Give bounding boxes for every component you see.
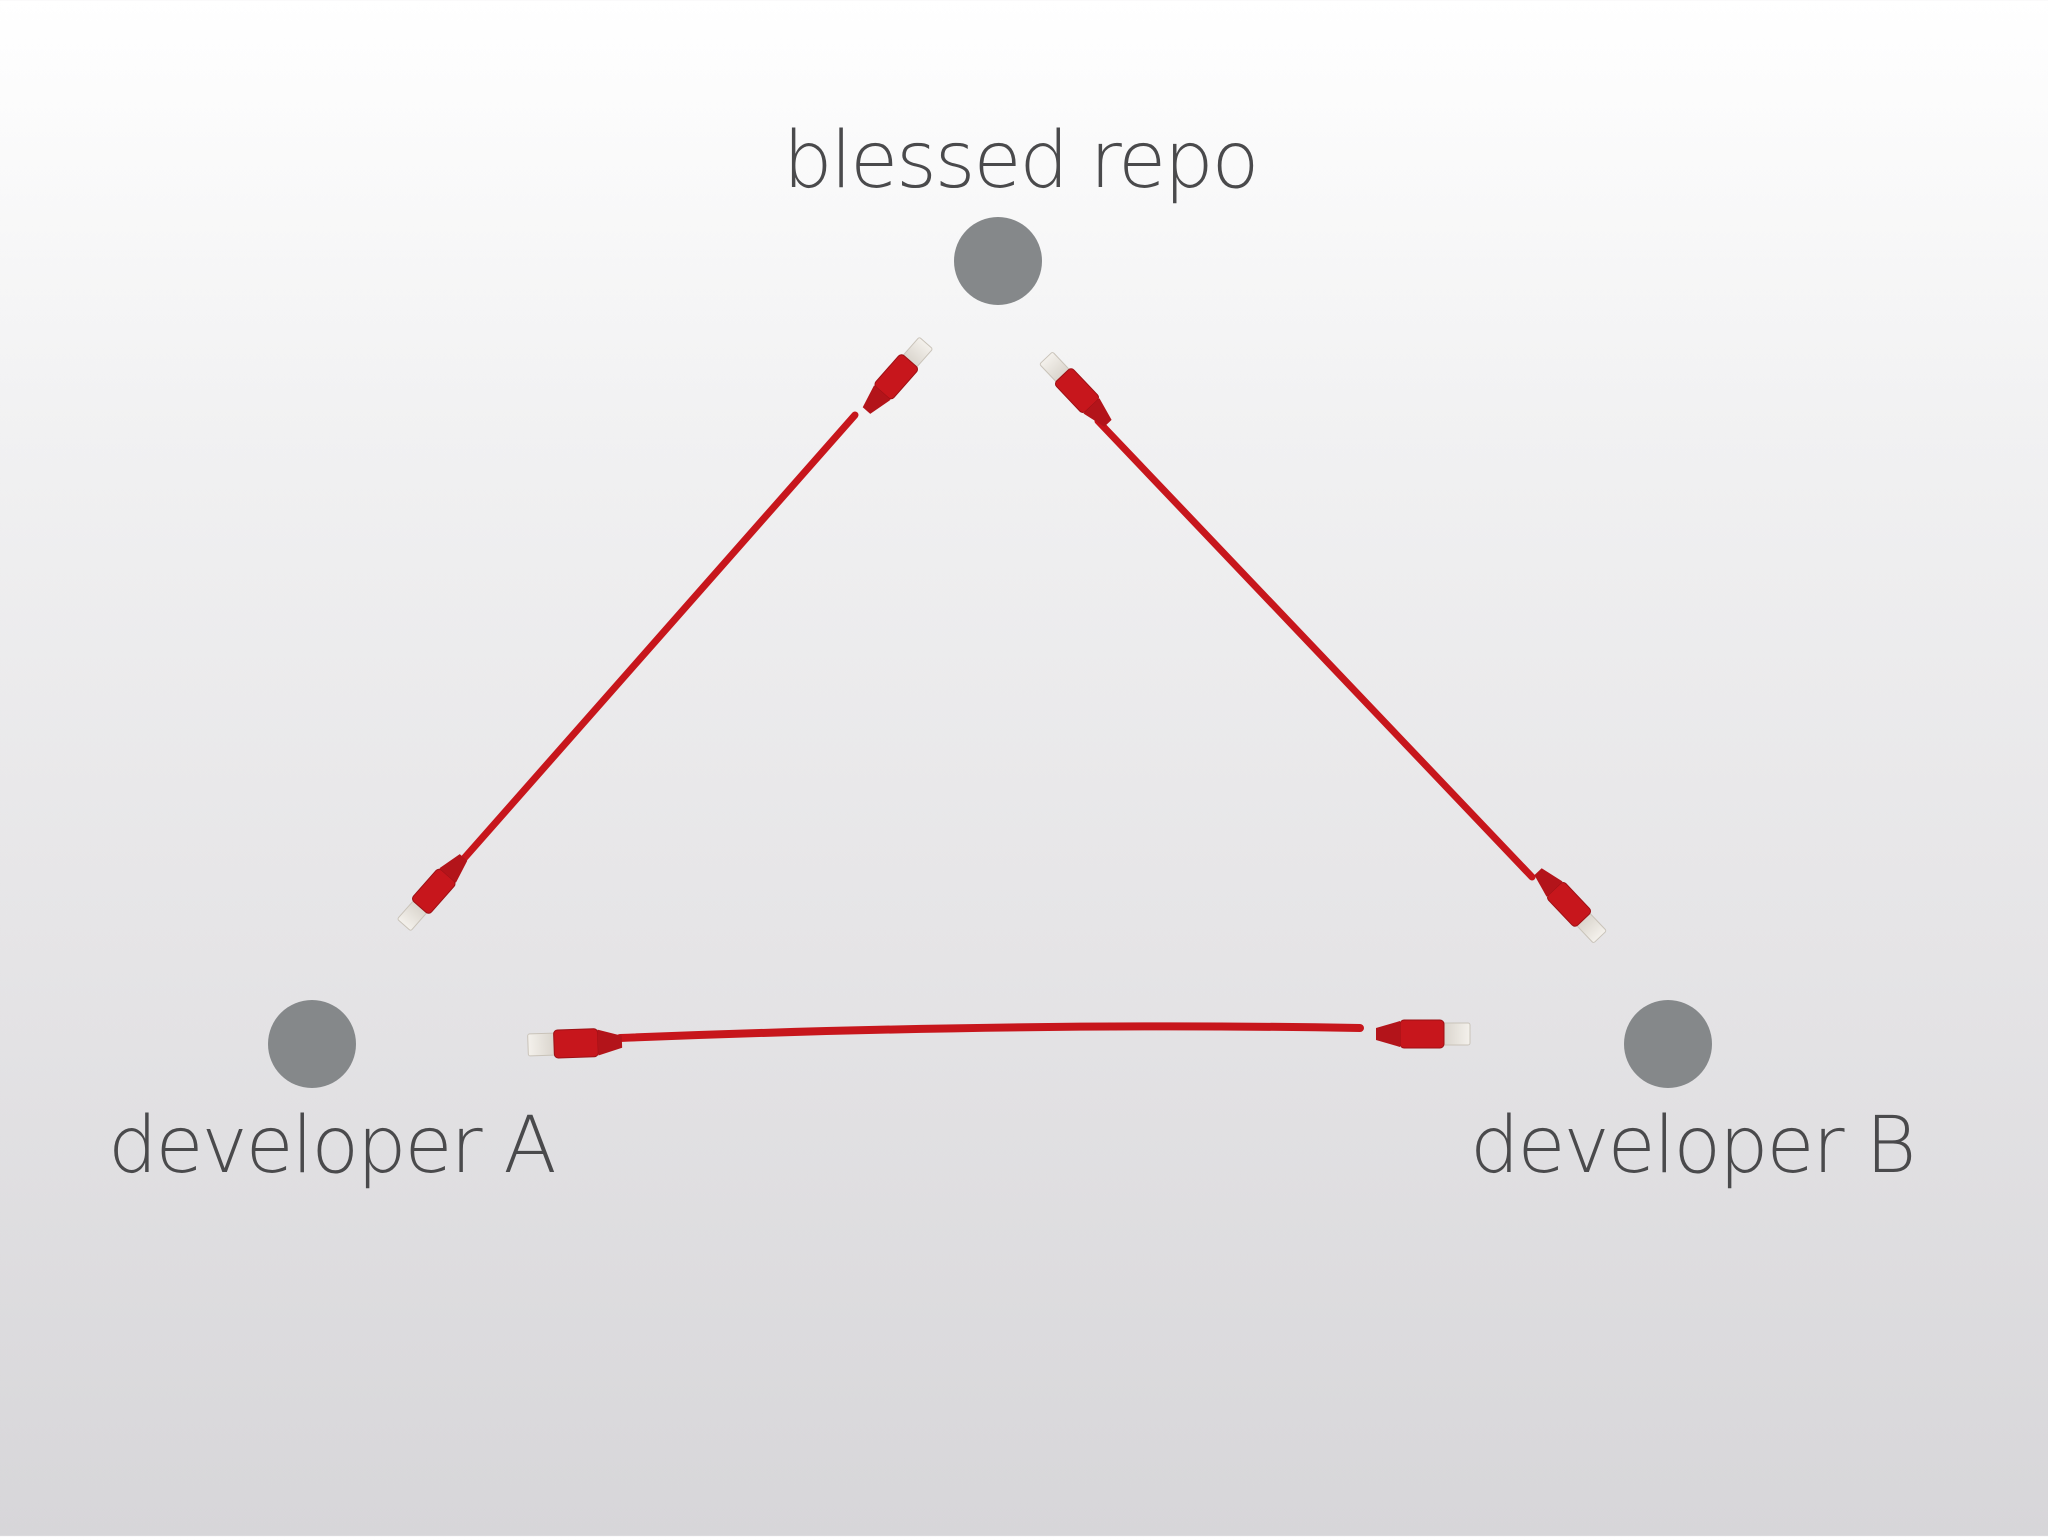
rj45-plug-icon [1534,868,1607,943]
rj45-plug-icon [1376,1019,1471,1049]
node-developer-b [1624,1000,1712,1088]
cable-dev-a-to-dev-b [527,1019,1471,1059]
cable-wire [441,411,859,884]
rj45-plug-icon [527,1028,623,1059]
rj45-plug-icon [1039,352,1112,427]
label-developer-b: developer B [1470,1101,1916,1191]
rj45-plug-icon [862,337,933,414]
node-blessed-repo [954,217,1042,305]
label-blessed-repo: blessed repo [783,116,1259,206]
label-developer-a: developer A [108,1101,557,1191]
cable-wire [616,1022,1364,1042]
cable-wire [1094,417,1536,881]
cable-dev-a-to-repo [397,337,933,931]
node-developer-a [268,1000,356,1088]
rj45-plug-icon [397,854,468,931]
cable-repo-to-dev-b [1039,352,1607,943]
